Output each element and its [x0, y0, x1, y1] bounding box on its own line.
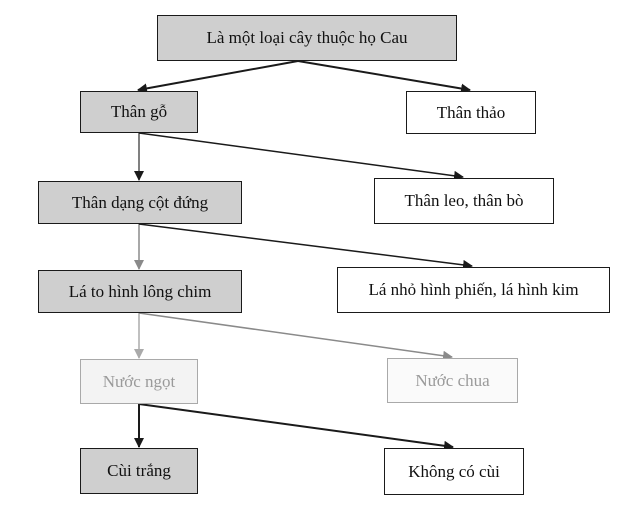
node-root: Là một loại cây thuộc họ Cau — [157, 15, 457, 61]
node-la-phien: Lá nhỏ hình phiến, lá hình kim — [337, 267, 610, 313]
node-nuoc-chua-label: Nước chua — [415, 370, 490, 390]
node-cui-trang-label: Cùi trắng — [107, 461, 171, 480]
node-root-label: Là một loại cây thuộc họ Cau — [206, 28, 408, 47]
node-la-phien-label: Lá nhỏ hình phiến, lá hình kim — [368, 280, 579, 299]
node-khong-cui: Không có cùi — [384, 448, 524, 495]
node-than-cot-label: Thân dạng cột đứng — [71, 192, 209, 212]
edge-than-go-to-than-leo — [138, 132, 464, 181]
edge-la-long-chim-to-nuoc-chua — [138, 312, 453, 361]
node-nuoc-ngot-label: Nước ngọt — [102, 371, 176, 391]
edge-nuoc-ngot-to-khong-cui — [138, 403, 454, 451]
node-than-cot: Thân dạng cột đứng — [38, 181, 242, 224]
node-nuoc-ngot: Nước ngọt — [80, 359, 198, 404]
edge-than-cot-to-la-phien — [138, 223, 473, 270]
node-la-long-chim-label: Lá to hình lông chim — [68, 281, 212, 301]
edge-root-to-than-go — [137, 60, 299, 94]
edge-root-to-than-thao — [297, 60, 471, 94]
node-than-go-label: Thân gỗ — [110, 102, 168, 121]
node-than-leo: Thân leo, thân bò — [374, 178, 554, 224]
node-khong-cui-label: Không có cùi — [408, 461, 500, 481]
node-la-long-chim: Lá to hình lông chim — [38, 270, 242, 313]
node-cui-trang: Cùi trắng — [80, 448, 198, 494]
node-than-go: Thân gỗ — [80, 91, 198, 133]
node-than-leo-label: Thân leo, thân bò — [404, 191, 524, 210]
node-than-thao-label: Thân thảo — [436, 102, 506, 122]
node-than-thao: Thân thảo — [406, 91, 536, 134]
node-nuoc-chua: Nước chua — [387, 358, 518, 403]
